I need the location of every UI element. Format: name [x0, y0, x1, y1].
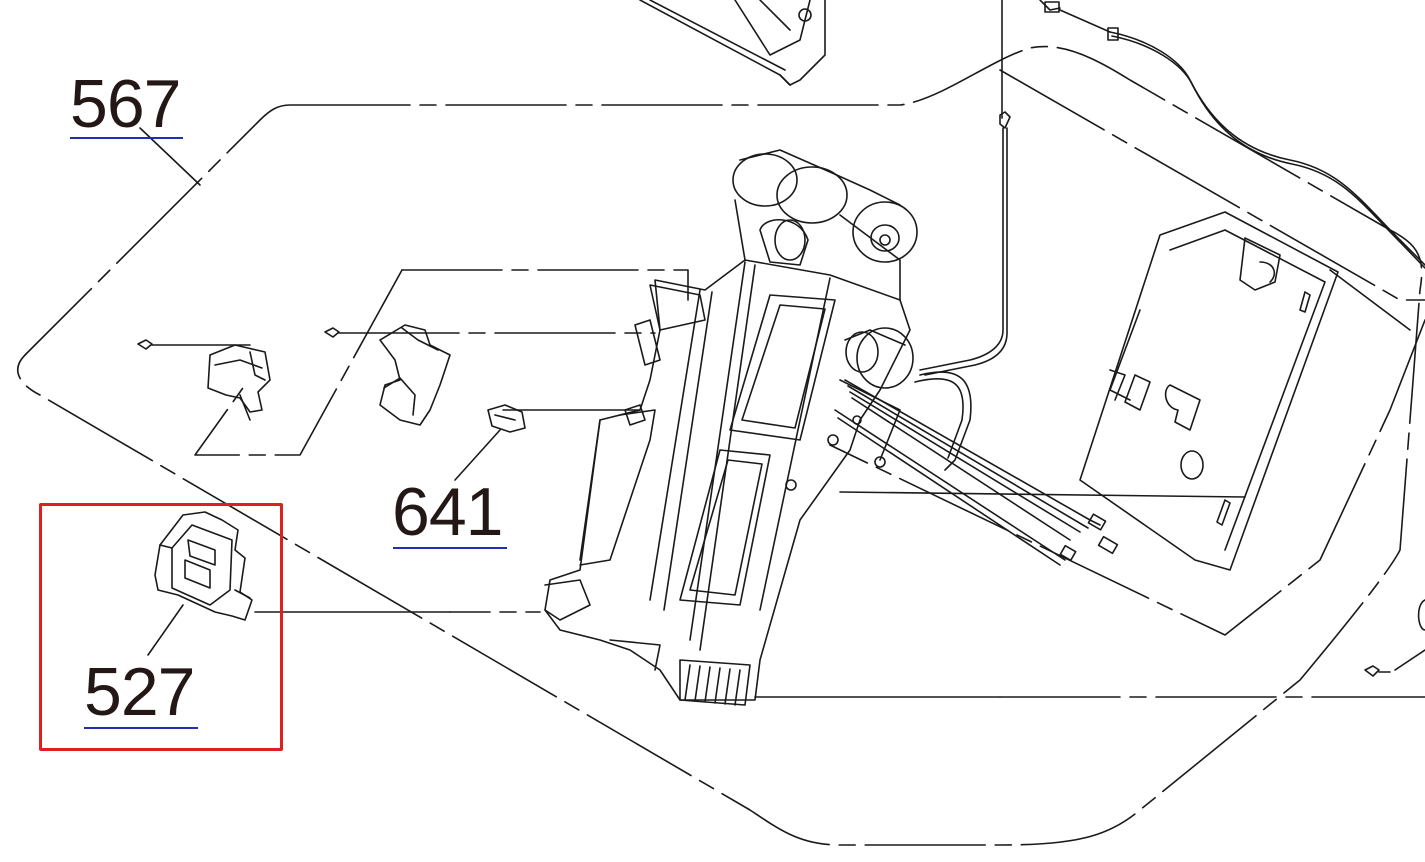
vertical-wire: [919, 0, 1011, 376]
callout-641-underline: [393, 547, 507, 549]
main-assembly: [544, 149, 1119, 706]
selected-part-highlight: [39, 503, 283, 751]
top-housing-fragment: [639, 0, 826, 86]
connector-part-641: [454, 404, 641, 481]
callout-567[interactable]: 567: [70, 66, 181, 142]
group-outline-left: [194, 269, 689, 456]
callout-527[interactable]: 527: [84, 654, 195, 730]
left-sensor-part: [137, 339, 271, 421]
callout-527-underline: [84, 727, 198, 729]
right-screw: [1364, 599, 1425, 677]
group-outline-567: [17, 45, 1423, 846]
part-527-cover: [154, 511, 253, 621]
right-panel-outline: [829, 69, 1425, 636]
middle-clip-part: [324, 324, 656, 426]
top-cable: [1039, 0, 1425, 269]
callout-567-underline: [70, 137, 183, 139]
leader-lines: [139, 127, 1425, 698]
callout-641[interactable]: 641: [392, 474, 503, 550]
control-board-card: [1079, 211, 1339, 571]
